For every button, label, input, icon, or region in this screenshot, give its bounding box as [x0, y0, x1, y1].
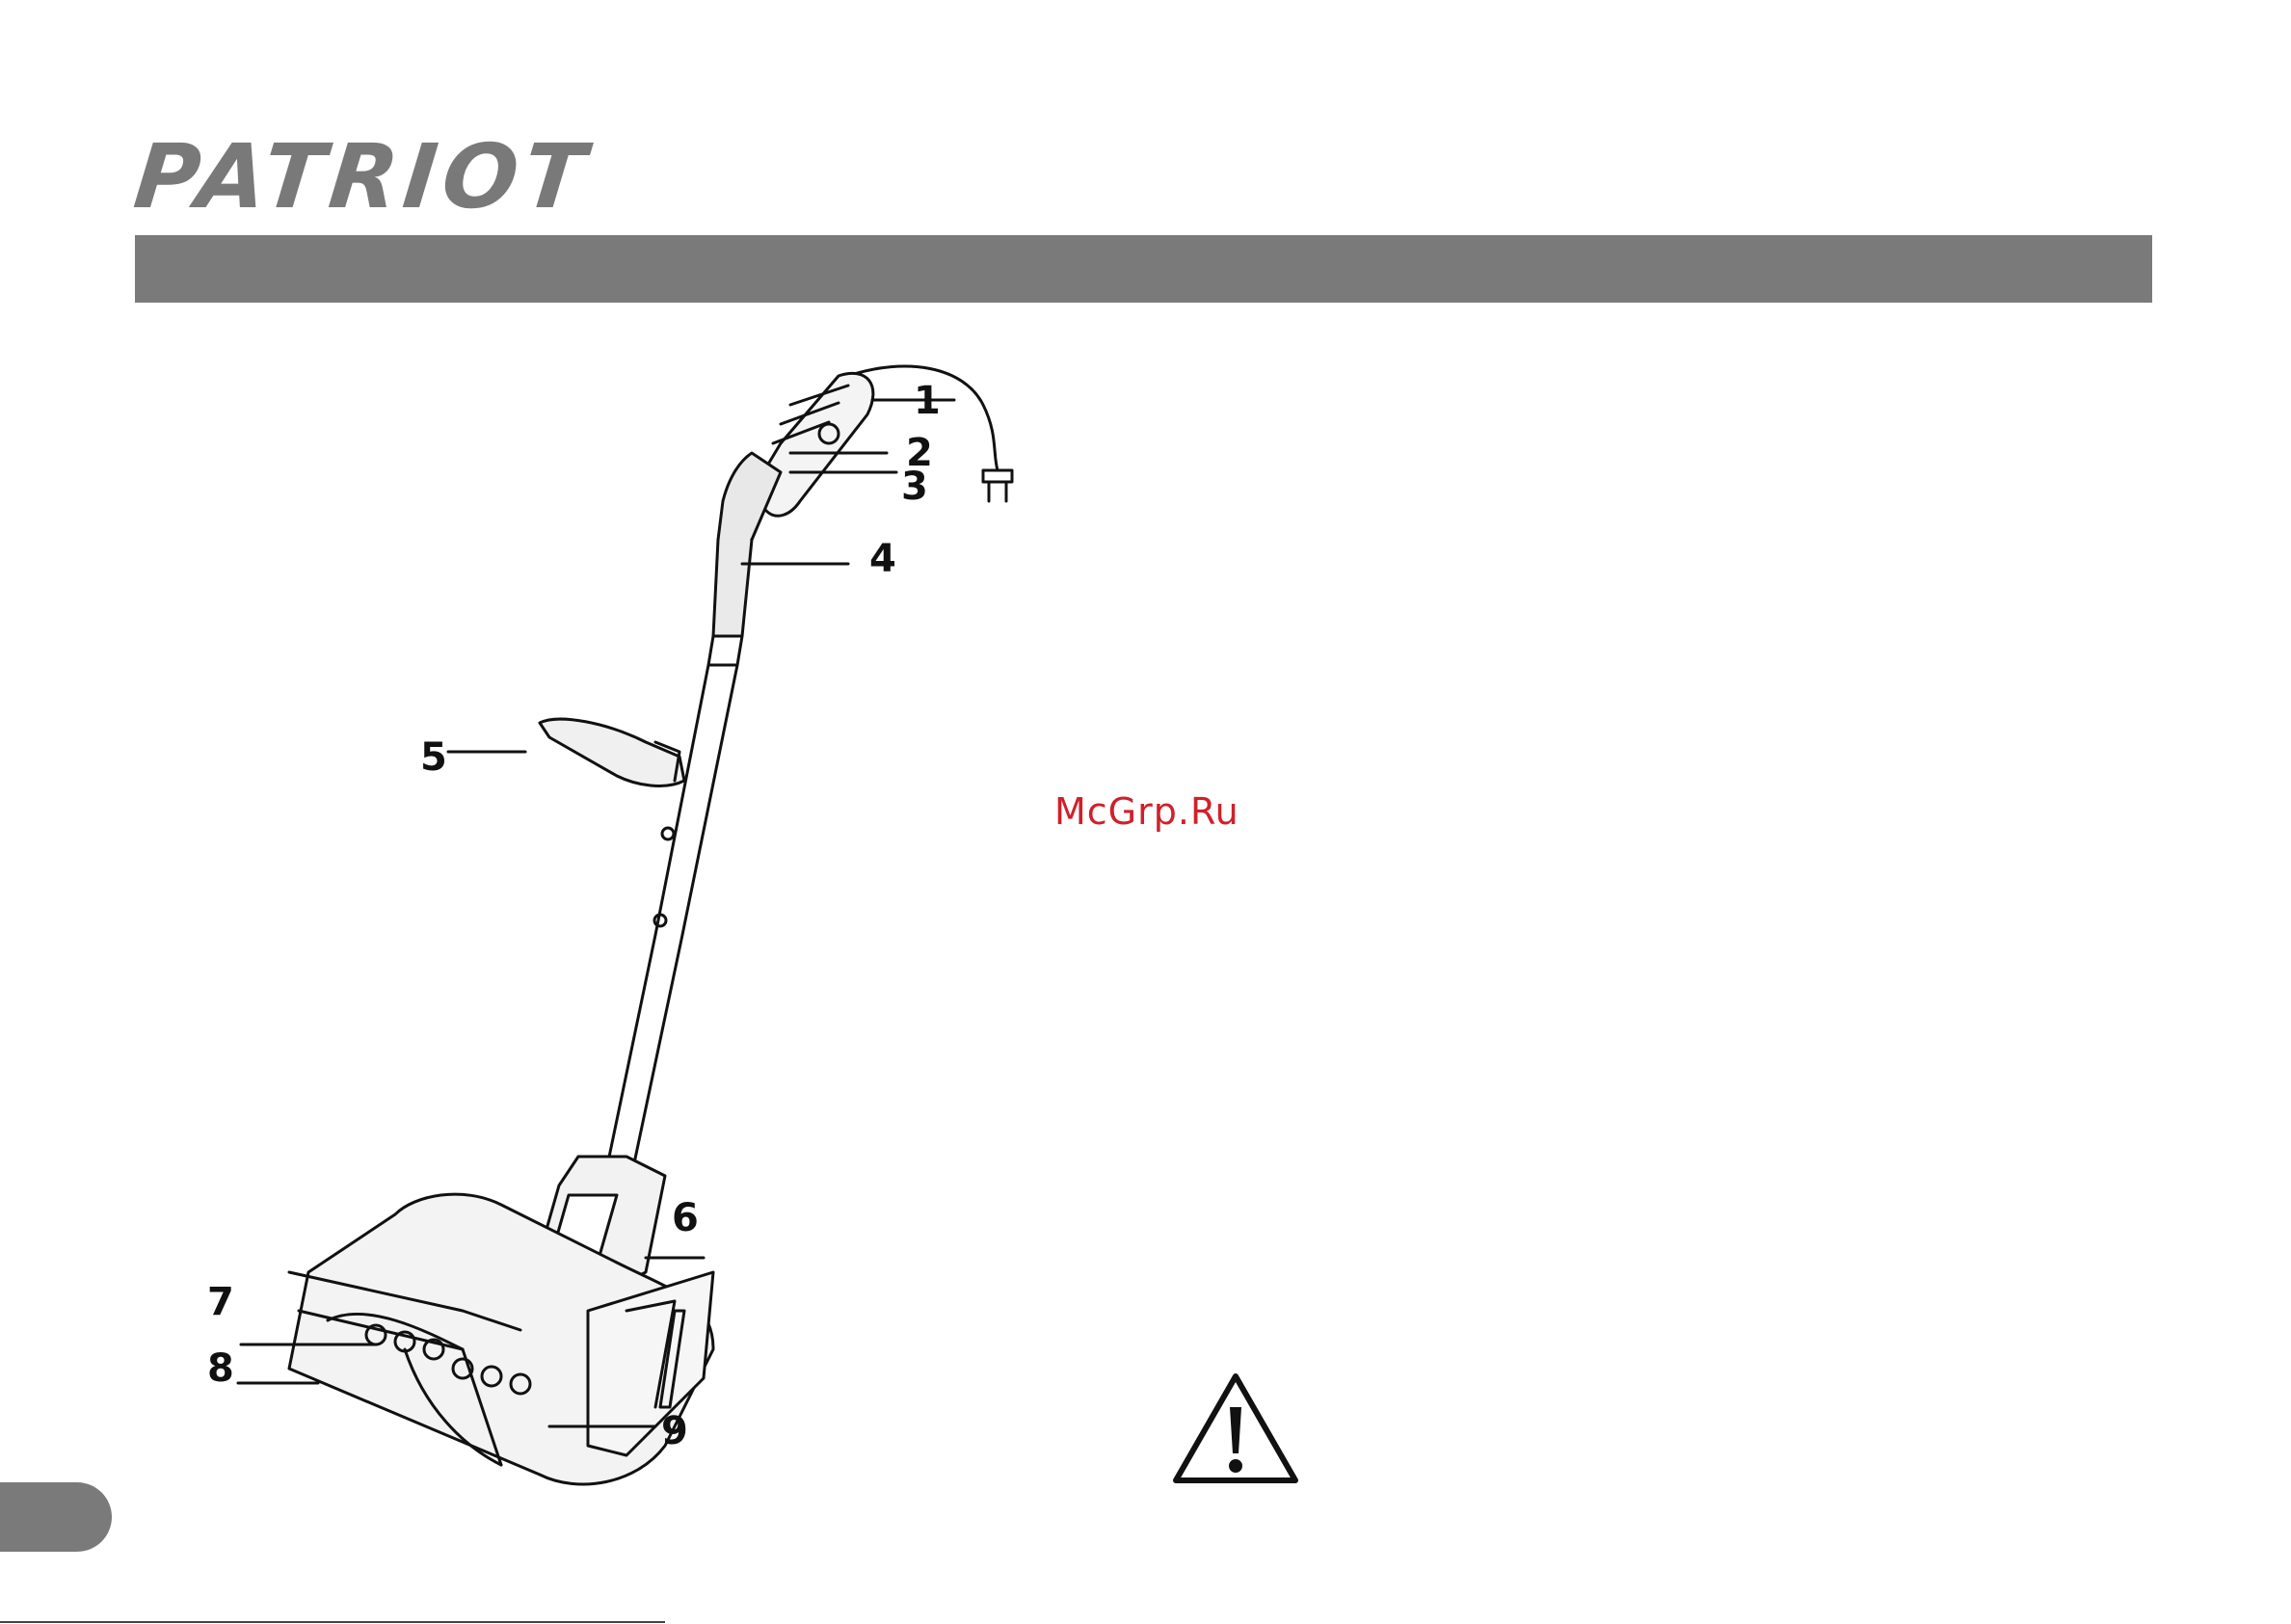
product-diagram — [173, 347, 1137, 1523]
header-bar — [135, 235, 2152, 303]
callout-4: 4 — [869, 540, 896, 578]
callout-5: 5 — [420, 738, 447, 777]
page-tab — [0, 1482, 112, 1552]
callout-3: 3 — [901, 467, 928, 506]
watermark: McGrp.Ru — [1054, 790, 1239, 833]
callout-8: 8 — [207, 1349, 234, 1388]
callout-7: 7 — [207, 1283, 234, 1321]
callout-1: 1 — [914, 382, 941, 420]
callout-9: 9 — [661, 1412, 688, 1451]
callout-6: 6 — [672, 1199, 699, 1238]
bottom-rule — [0, 1621, 665, 1623]
warning-triangle-icon — [1170, 1371, 1301, 1486]
brand-logo: PATRIOT — [130, 133, 595, 222]
